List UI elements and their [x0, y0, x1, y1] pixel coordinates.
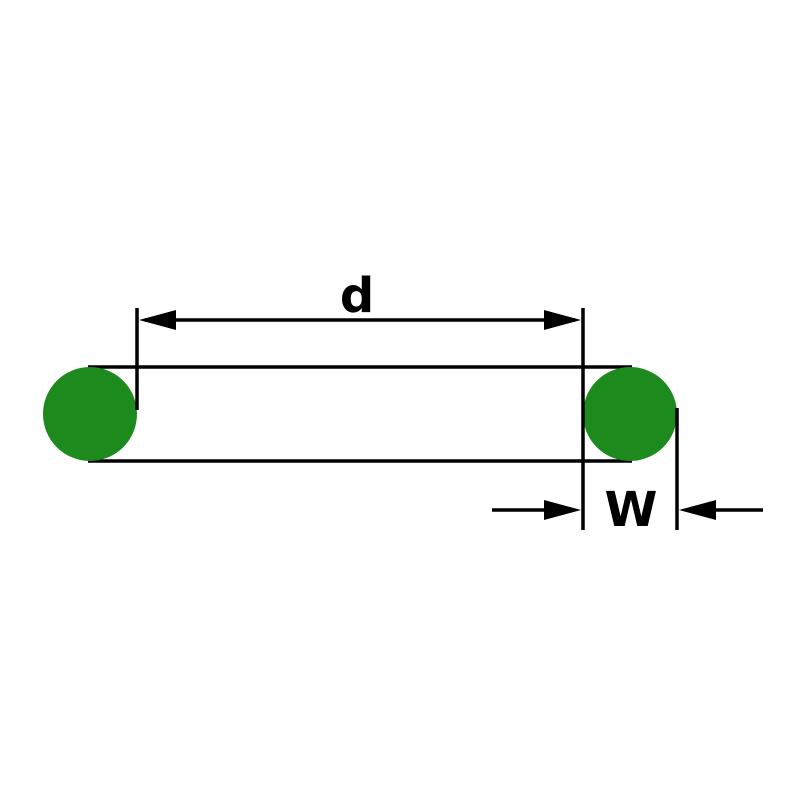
d-arrowhead-right [544, 310, 581, 330]
d-arrowhead-left [139, 310, 176, 330]
w-arrowhead-left [544, 500, 581, 520]
w-arrowhead-right [679, 500, 716, 520]
o-ring-left-cross-section [43, 367, 137, 461]
w-label: W [605, 482, 658, 538]
d-label: d [340, 268, 374, 324]
o-ring-right-cross-section [583, 367, 677, 461]
